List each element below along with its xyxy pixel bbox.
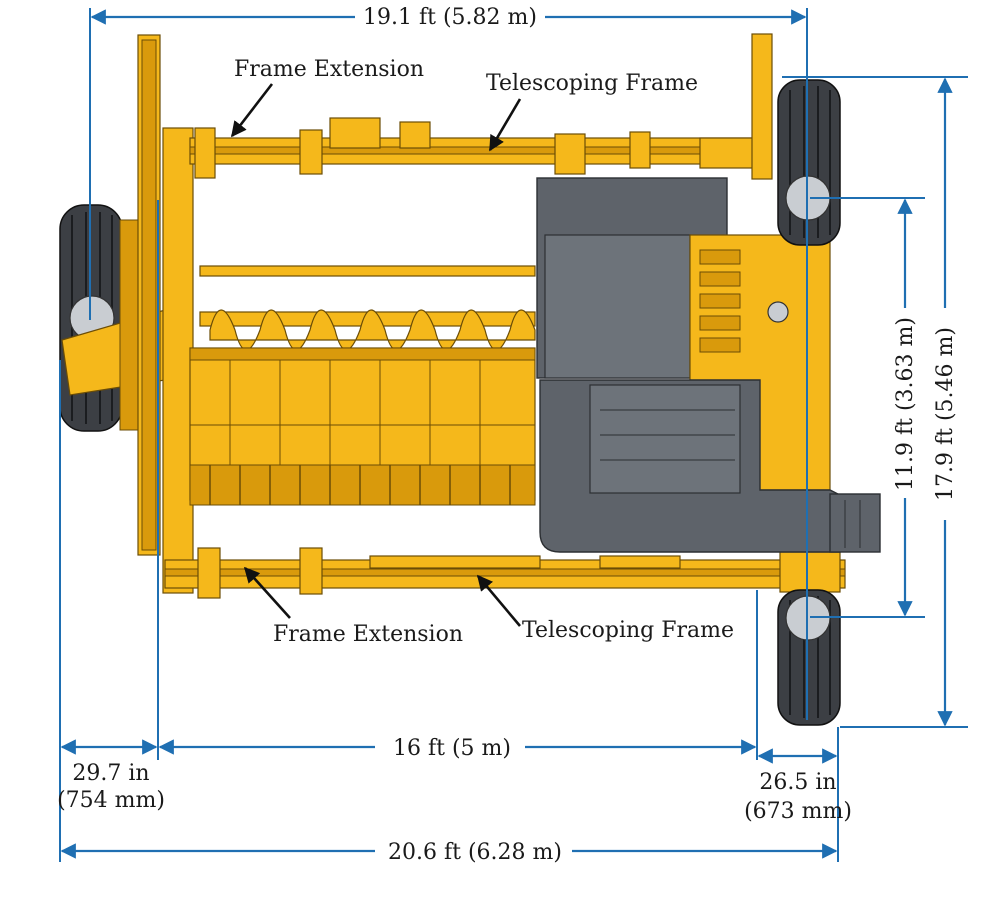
dimension-bottom-left: 29.7 in (754 mm) [57, 739, 165, 813]
dimension-label-line2: (754 mm) [57, 788, 165, 813]
upper-shaft [199, 265, 536, 277]
callout-label: Frame Extension [273, 622, 463, 647]
callout-label: Frame Extension [234, 57, 424, 82]
leader-line [243, 566, 291, 619]
dimension-label-line1: 29.7 in [72, 761, 149, 786]
hopper-body [189, 347, 536, 506]
callout-frame-extension-top: Frame Extension [230, 57, 424, 138]
dimension-label: 16 ft (5 m) [393, 736, 511, 761]
right-bottom-wheel [777, 589, 841, 726]
lower-gray-section [539, 379, 881, 553]
dimension-label: 19.1 ft (5.82 m) [363, 5, 537, 30]
callout-telescoping-frame-top: Telescoping Frame [486, 71, 698, 152]
auger [199, 309, 536, 351]
dimension-label: 20.6 ft (6.28 m) [388, 840, 562, 865]
dimension-bottom-middle: 16 ft (5 m) [158, 736, 757, 761]
dimension-right-outer: 17.9 ft (5.46 m) [782, 76, 968, 728]
top-frame-extension [189, 117, 771, 179]
leader-line [230, 83, 274, 138]
dimension-right-inner: 11.9 ft (3.63 m) [810, 197, 925, 618]
hitch [61, 34, 191, 556]
dimension-label-line2: (673 mm) [744, 799, 852, 824]
callout-label: Telescoping Frame [486, 71, 698, 96]
bottom-frame-extension [164, 547, 846, 599]
leader-line [476, 574, 521, 627]
dimension-label: 11.9 ft (3.63 m) [893, 317, 918, 491]
right-top-wheel [777, 79, 841, 246]
callout-label: Telescoping Frame [522, 618, 734, 643]
leader-line [488, 98, 522, 152]
right-upright [751, 33, 773, 180]
callout-telescoping-frame-bottom: Telescoping Frame [476, 574, 734, 643]
dimension-bottom-right: 26.5 in (673 mm) [744, 748, 852, 824]
left-frame-beam [162, 127, 194, 594]
dimension-label: 17.9 ft (5.46 m) [933, 327, 958, 501]
callout-frame-extension-bottom: Frame Extension [243, 566, 463, 647]
dimension-overall-top: 19.1 ft (5.82 m) [89, 5, 808, 720]
dimension-label-line1: 26.5 in [759, 770, 836, 795]
dimension-bottom-overall: 20.6 ft (6.28 m) [60, 840, 838, 865]
